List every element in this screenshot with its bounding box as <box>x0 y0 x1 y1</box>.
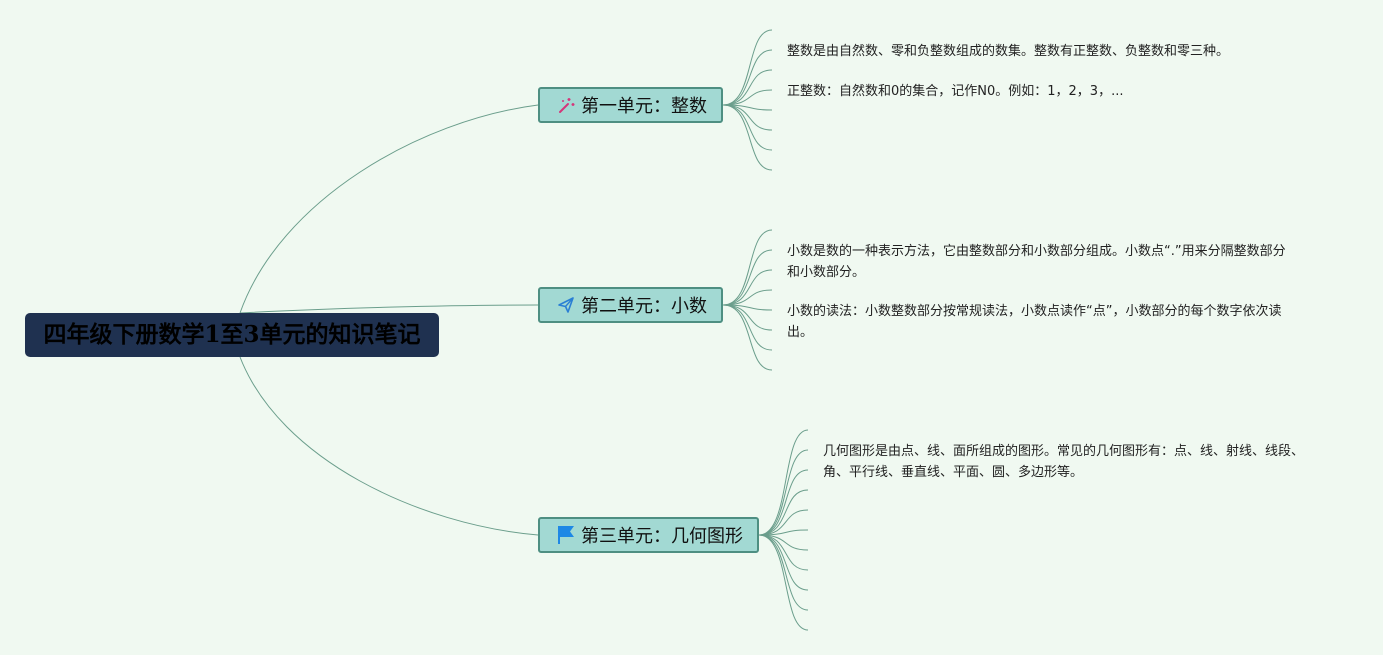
topic-1-branch <box>722 29 773 106</box>
topic-3-branch <box>758 429 809 536</box>
unit-1-note: 整数是由自然数、零和负整数组成的数集。整数有正整数、负整数和零三种。 <box>787 44 1230 59</box>
topic-1-branch <box>722 89 773 106</box>
topic-2-branch <box>722 289 773 306</box>
topic-1-branch <box>722 104 773 171</box>
topic-1-branch <box>722 69 773 106</box>
unit-2-note: 小数的读法：小数整数部分按常规读法，小数点读作“点”，小数部分的每个数字依次读出… <box>787 304 1282 340</box>
topic-unit-2-label: 第二单元：小数 <box>581 296 707 317</box>
magic-wand-icon <box>556 95 576 115</box>
topic-3-branch <box>758 469 809 536</box>
topic-unit-1[interactable]: 第一单元：整数 <box>538 87 723 123</box>
root-to-topic-3-connector <box>239 356 539 536</box>
topic-2-branch <box>722 304 773 331</box>
topic-1-branches <box>722 29 773 171</box>
topic-1-branch <box>722 104 773 151</box>
topic-2-branch <box>722 249 773 306</box>
root-topic[interactable]: 四年级下册数学1至3单元的知识笔记 <box>25 313 439 357</box>
root-to-topic-1-connector <box>239 104 539 314</box>
flag-icon <box>556 525 576 545</box>
topic-1-branch <box>722 104 773 131</box>
unit-3-note: 几何图形是由点、线、面所组成的图形。常见的几何图形有：点、线、射线、线段、角、平… <box>823 444 1305 480</box>
unit-1-note: 正整数：自然数和0的集合，记作N0。例如：1，2，3，... <box>787 84 1124 99</box>
topic-2-branches <box>722 229 773 371</box>
topic-3-branches <box>758 429 809 631</box>
topic-unit-3[interactable]: 第三单元：几何图形 <box>538 517 759 553</box>
topic-3-branch <box>758 509 809 536</box>
topic-unit-3-label: 第三单元：几何图形 <box>581 526 743 547</box>
unit-2-note: 小数是数的一种表示方法，它由整数部分和小数部分组成。小数点“.”用来分隔整数部分… <box>787 244 1286 280</box>
paper-plane-icon <box>556 295 576 315</box>
topic-3-branch <box>758 534 809 571</box>
root-topic-title: 四年级下册数学1至3单元的知识笔记 <box>43 321 421 348</box>
topic-3-branch <box>758 534 809 591</box>
topic-2-branch <box>722 229 773 306</box>
root-to-topic-2-connector <box>239 304 539 314</box>
topic-3-branch <box>758 534 809 631</box>
topic-3-branch <box>758 489 809 536</box>
topic-3-branch <box>758 449 809 536</box>
topic-unit-2[interactable]: 第二单元：小数 <box>538 287 723 323</box>
topic-unit-1-label: 第一单元：整数 <box>581 96 707 117</box>
topic-1-branch <box>722 49 773 106</box>
topic-2-branch <box>722 304 773 351</box>
topic-2-branch <box>722 269 773 306</box>
topic-2-branch <box>722 304 773 371</box>
